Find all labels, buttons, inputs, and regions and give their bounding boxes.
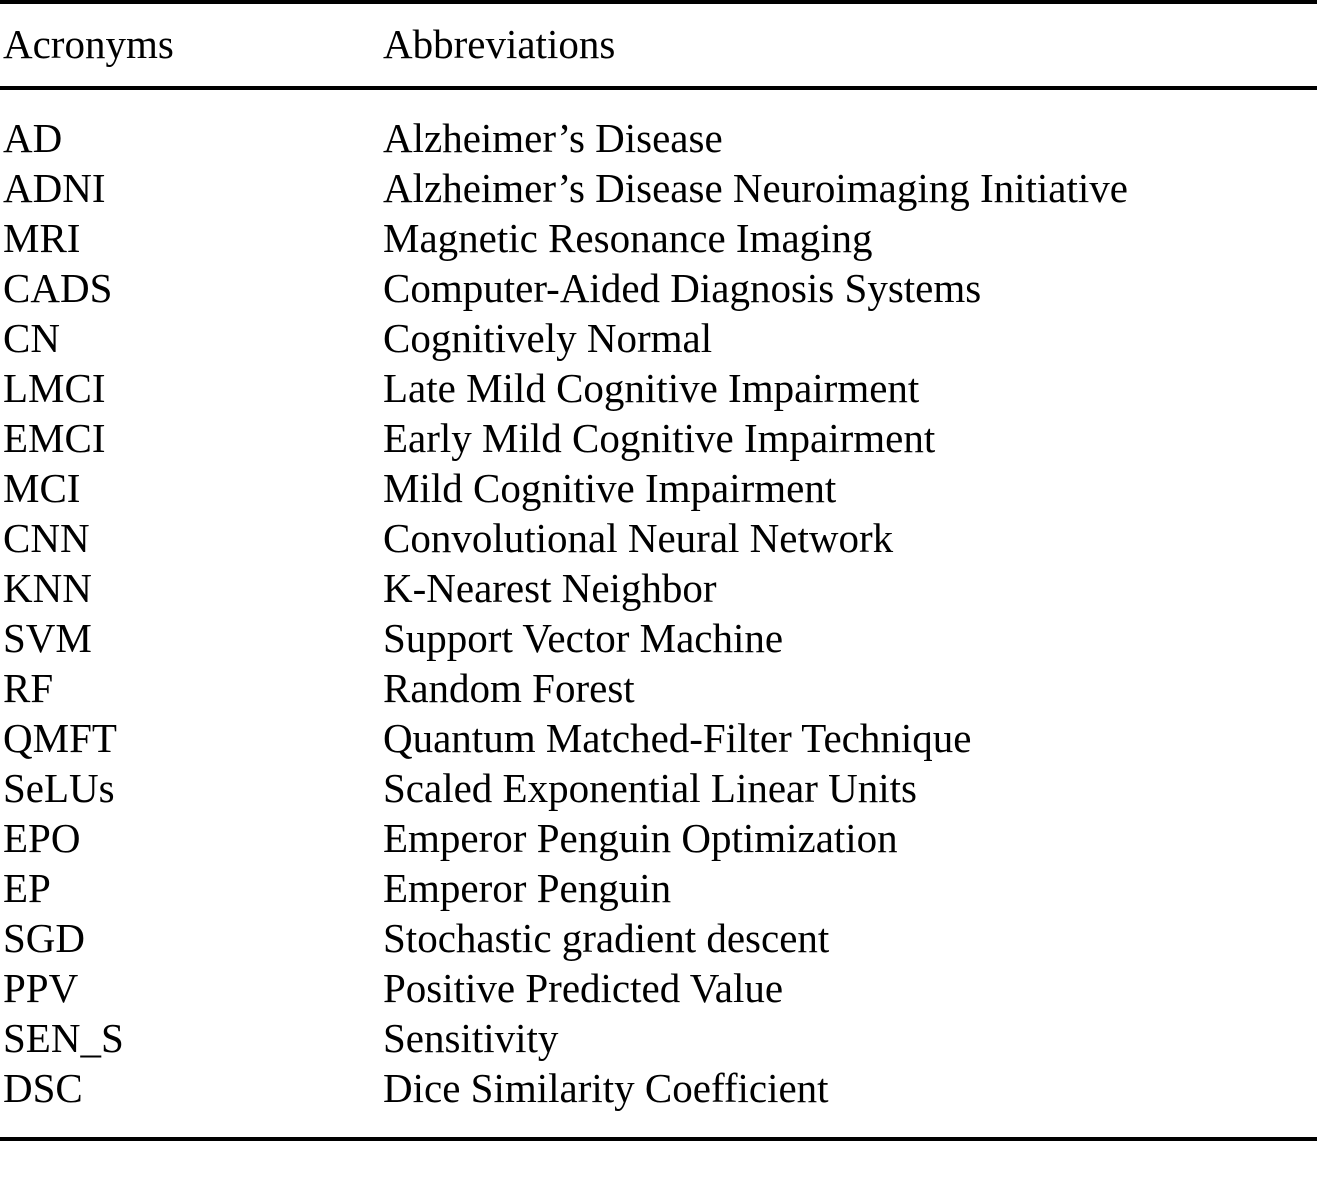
table-row: MCI Mild Cognitive Impairment <box>0 463 1317 513</box>
column-header-acronyms: Acronyms <box>0 0 383 90</box>
cell-acronym: LMCI <box>3 365 106 411</box>
cell-abbreviation: Computer-Aided Diagnosis Systems <box>383 265 982 311</box>
cell-acronym: SEN_S <box>3 1015 124 1061</box>
cell-abbreviation: Cognitively Normal <box>383 315 713 361</box>
table-row: AD Alzheimer’s Disease <box>0 88 1317 163</box>
cell-abbreviation: Sensitivity <box>383 1015 559 1061</box>
cell-acronym: CADS <box>3 265 113 311</box>
cell-abbreviation: Random Forest <box>383 665 635 711</box>
acronyms-abbreviations-table: Acronyms Abbreviations AD Alzheimer’s Dis… <box>0 0 1317 1141</box>
cell-acronym: EP <box>3 865 51 911</box>
table-row: CNN Convolutional Neural Network <box>0 513 1317 563</box>
cell-abbreviation: Early Mild Cognitive Impairment <box>383 415 936 461</box>
table-row: RF Random Forest <box>0 663 1317 713</box>
cell-abbreviation: Emperor Penguin Optimization <box>383 815 898 861</box>
table-row: SEN_S Sensitivity <box>0 1013 1317 1063</box>
cell-acronym: PPV <box>3 965 79 1011</box>
cell-abbreviation: Mild Cognitive Impairment <box>383 465 837 511</box>
cell-abbreviation: Alzheimer’s Disease Neuroimaging Initiat… <box>383 165 1128 211</box>
cell-acronym: DSC <box>0 1063 383 1141</box>
cell-acronym: RF <box>3 665 54 711</box>
cell-abbreviation: Support Vector Machine <box>383 615 784 661</box>
table-header-row: Acronyms Abbreviations <box>0 0 1317 90</box>
table-row: EPO Emperor Penguin Optimization <box>0 813 1317 863</box>
cell-abbreviation: Stochastic gradient descent <box>383 915 830 961</box>
table-row: EP Emperor Penguin <box>0 863 1317 913</box>
cell-abbreviation: Convolutional Neural Network <box>383 515 894 561</box>
cell-abbreviation: Dice Similarity Coefficient <box>383 1063 1317 1141</box>
table-row: EMCI Early Mild Cognitive Impairment <box>0 413 1317 463</box>
table-row: SeLUs Scaled Exponential Linear Units <box>0 763 1317 813</box>
cell-acronym: MRI <box>3 215 81 261</box>
table-header: Acronyms Abbreviations <box>0 0 1317 90</box>
cell-abbreviation: Quantum Matched-Filter Technique <box>383 715 972 761</box>
table-row: QMFT Quantum Matched-Filter Technique <box>0 713 1317 763</box>
cell-acronym: MCI <box>3 465 81 511</box>
cell-acronym: CN <box>3 315 60 361</box>
cell-acronym: QMFT <box>3 715 117 761</box>
cell-acronym: AD <box>3 115 63 161</box>
cell-acronym: EPO <box>3 815 81 861</box>
cell-acronym: KNN <box>3 565 92 611</box>
table-row: SGD Stochastic gradient descent <box>0 913 1317 963</box>
table-row: CADS Computer-Aided Diagnosis Systems <box>0 263 1317 313</box>
cell-acronym: SVM <box>3 615 92 661</box>
table-row: MRI Magnetic Resonance Imaging <box>0 213 1317 263</box>
cell-abbreviation: Late Mild Cognitive Impairment <box>383 365 920 411</box>
cell-abbreviation: Alzheimer’s Disease <box>383 115 723 161</box>
table-row: PPV Positive Predicted Value <box>0 963 1317 1013</box>
table-row: CN Cognitively Normal <box>0 313 1317 363</box>
table-row: LMCI Late Mild Cognitive Impairment <box>0 363 1317 413</box>
cell-abbreviation: Emperor Penguin <box>383 865 672 911</box>
column-header-abbreviations: Abbreviations <box>383 0 1317 90</box>
cell-abbreviation: Scaled Exponential Linear Units <box>383 765 917 811</box>
table-row: ADNI Alzheimer’s Disease Neuroimaging Ini… <box>0 163 1317 213</box>
table-row: KNN K-Nearest Neighbor <box>0 563 1317 613</box>
table-row: SVM Support Vector Machine <box>0 613 1317 663</box>
cell-acronym: EMCI <box>3 415 106 461</box>
cell-abbreviation: Magnetic Resonance Imaging <box>383 215 873 261</box>
cell-acronym: SeLUs <box>3 765 115 811</box>
cell-abbreviation: Positive Predicted Value <box>383 965 784 1011</box>
cell-acronym: CNN <box>3 515 90 561</box>
cell-acronym: ADNI <box>3 165 106 211</box>
cell-acronym: SGD <box>3 915 86 961</box>
cell-abbreviation: K-Nearest Neighbor <box>383 565 717 611</box>
